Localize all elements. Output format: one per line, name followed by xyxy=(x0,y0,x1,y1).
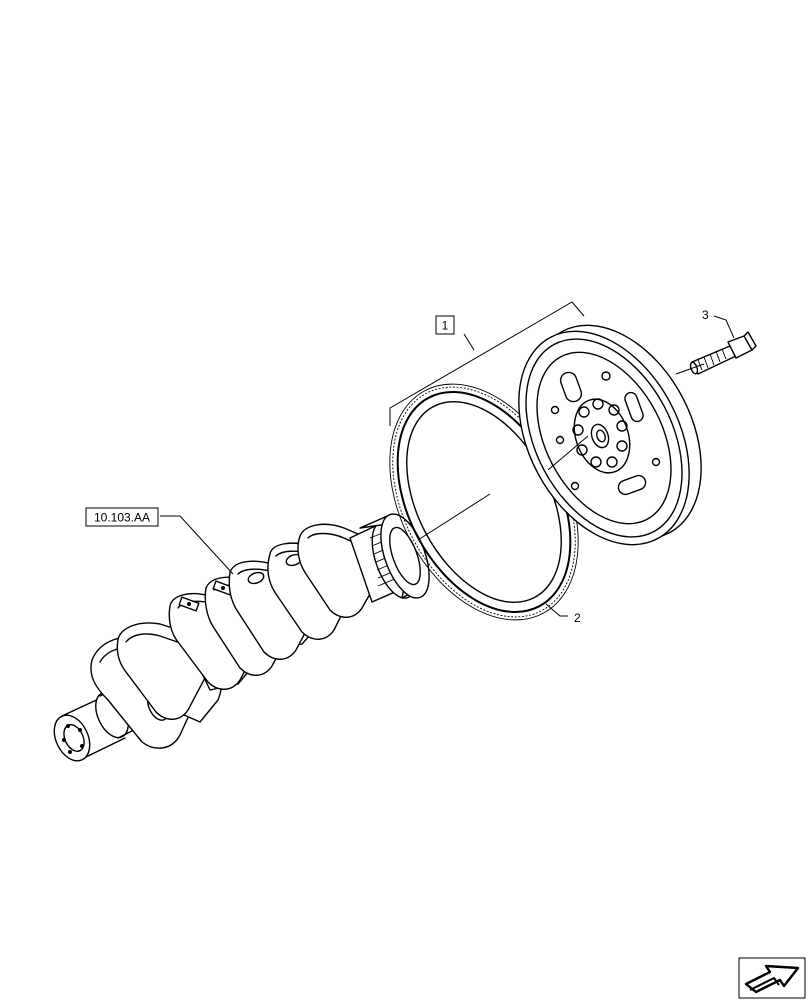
flywheel-bolt xyxy=(689,331,757,375)
callout-assembly-label: 1 xyxy=(442,319,449,333)
callout-crankshaft-ref[interactable]: 10.103.AA xyxy=(85,507,159,527)
next-page-arrow-icon[interactable] xyxy=(738,957,806,999)
crankshaft xyxy=(53,513,430,762)
callout-assembly: 1 xyxy=(435,315,455,335)
callout-ring-gear-label: 2 xyxy=(574,611,581,625)
flywheel xyxy=(518,324,702,546)
callout-bolt-label: 3 xyxy=(702,308,709,322)
leader-lines xyxy=(160,301,735,617)
callout-crankshaft-ref-label[interactable]: 10.103.AA xyxy=(94,511,150,525)
